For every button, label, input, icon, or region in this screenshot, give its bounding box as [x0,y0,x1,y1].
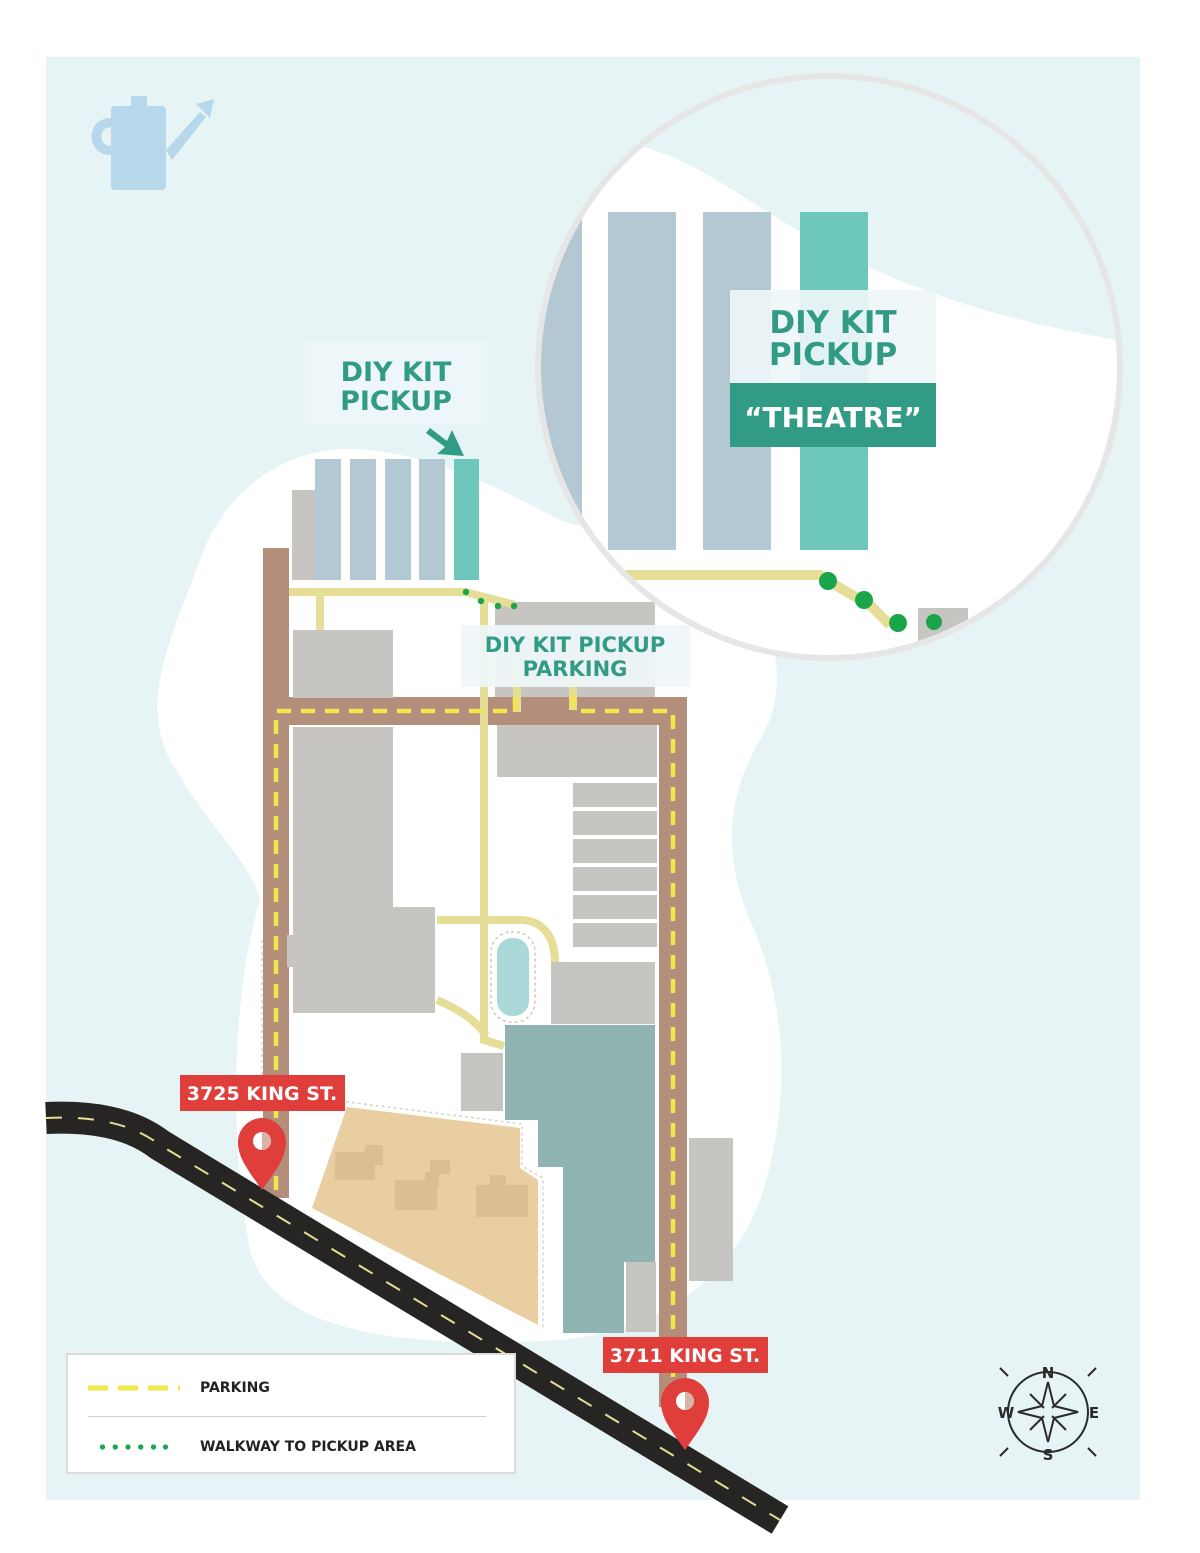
pickup-label-panel [305,342,487,424]
compass-w: W [998,1404,1015,1422]
watering-can-icon [91,96,214,190]
map-legend: PARKING WALKWAY TO PICKUP AREA [66,1353,516,1474]
teal-building [505,1025,655,1333]
zoom-inset: DIY KIT PICKUP “THEATRE” [535,73,1123,661]
building [497,725,657,777]
building [292,490,317,580]
address-west-label: 3725 KING ST. [187,1083,337,1105]
theatre-label-box [730,383,936,447]
parking-dash-swatch [88,1385,180,1391]
garden-structures [335,1145,528,1217]
building [293,727,435,1013]
pickup-label-line1: DIY KIT [341,357,452,388]
address-east-badge [603,1337,768,1373]
building [689,1138,733,1281]
zoom-label-line2: PICKUP [769,337,897,373]
theatre-buildings [315,459,479,580]
legend-item-walkway: WALKWAY TO PICKUP AREA [88,1432,416,1462]
zoom-label-line1: DIY KIT [769,305,896,341]
building [287,935,295,967]
parking-stalls [573,783,657,947]
address-east-label: 3711 KING ST. [610,1345,760,1367]
walkway-dots [462,588,518,610]
zoom-label-panel [730,290,936,384]
walkway-dot-swatch [99,1444,169,1450]
parking-label-panel [461,625,690,687]
parking-label-line2: PARKING [523,657,628,681]
address-west-badge [180,1075,345,1111]
compass-rose-icon [999,1367,1097,1457]
building [461,1053,503,1111]
legend-divider [88,1416,486,1417]
pickup-label-line2: PICKUP [340,386,452,417]
map-pin-icon [238,1118,286,1190]
legend-label-walkway: WALKWAY TO PICKUP AREA [200,1439,416,1455]
legend-item-parking: PARKING [88,1373,270,1403]
parking-route [273,695,676,1400]
arrow-icon [426,428,464,456]
theatre-label: “THEATRE” [744,401,922,434]
building [551,962,655,1024]
parking-label-line1: DIY KIT PICKUP [485,633,665,657]
compass-e: E [1089,1404,1099,1422]
compass-n: N [1042,1364,1055,1382]
building [626,1262,656,1332]
building [293,630,393,698]
legend-label-parking: PARKING [200,1380,270,1396]
theatre-building [454,459,479,580]
map-pin-icon [661,1378,709,1450]
compass-s: S [1043,1446,1054,1464]
